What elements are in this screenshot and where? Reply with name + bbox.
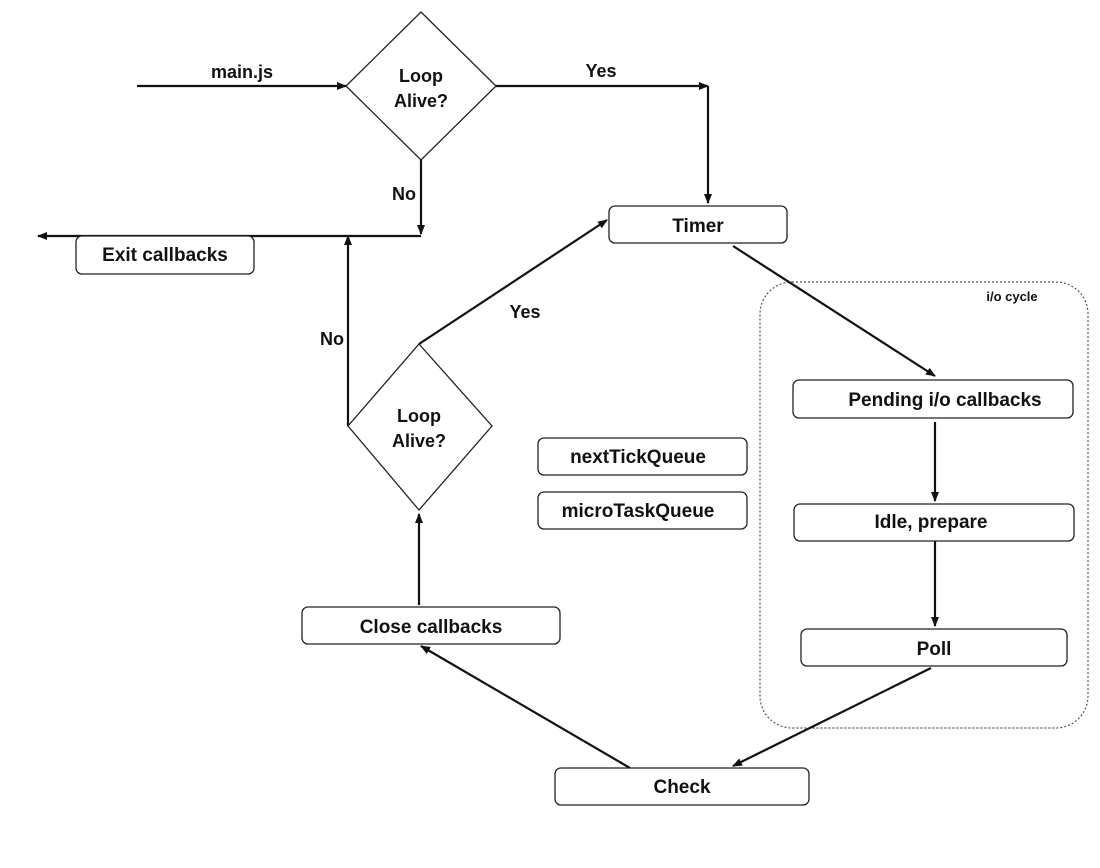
check-node: Check: [554, 767, 810, 806]
idle-prepare-label: Idle, prepare: [875, 512, 988, 533]
decision-bottom-line1: Loop: [397, 406, 441, 426]
timer-node: Timer: [608, 205, 788, 244]
check-label: Check: [653, 777, 710, 798]
bottom-yes-label: Yes: [509, 302, 540, 322]
loop-alive-decision-bottom: [347, 343, 493, 511]
pending-io-callbacks-node: Pending i/o callbacks: [792, 379, 1074, 419]
edge-check-to-close: [420, 645, 631, 769]
edge-poll-to-check: [732, 667, 932, 767]
bottom-no-label: No: [320, 329, 344, 349]
edge-bottom-yes-to-timer: [418, 219, 608, 345]
poll-node: Poll: [800, 628, 1068, 667]
exit-callbacks-node: Exit callbacks: [75, 235, 255, 275]
top-no-label: No: [392, 184, 416, 204]
micro-task-queue-label: microTaskQueue: [562, 501, 715, 522]
close-callbacks-node: Close callbacks: [301, 606, 561, 645]
idle-prepare-node: Idle, prepare: [793, 503, 1075, 542]
io-cycle-label: i/o cycle: [986, 289, 1037, 304]
close-callbacks-label: Close callbacks: [360, 617, 503, 638]
top-yes-label: Yes: [585, 61, 616, 81]
pending-io-callbacks-label: Pending i/o callbacks: [848, 390, 1041, 411]
decision-top-line2: Alive?: [394, 91, 448, 111]
loop-alive-decision-top: [345, 11, 497, 161]
edge-timer-to-pending: [732, 245, 936, 377]
decision-top-line1: Loop: [399, 66, 443, 86]
next-tick-queue-label: nextTickQueue: [570, 447, 706, 468]
next-tick-queue-node: nextTickQueue: [537, 437, 748, 476]
timer-label: Timer: [672, 216, 724, 237]
io-cycle-group: [759, 281, 1089, 729]
decision-bottom-line2: Alive?: [392, 431, 446, 451]
exit-callbacks-label: Exit callbacks: [102, 245, 228, 266]
micro-task-queue-node: microTaskQueue: [537, 491, 748, 530]
entry-label: main.js: [211, 62, 273, 82]
poll-label: Poll: [917, 639, 952, 660]
